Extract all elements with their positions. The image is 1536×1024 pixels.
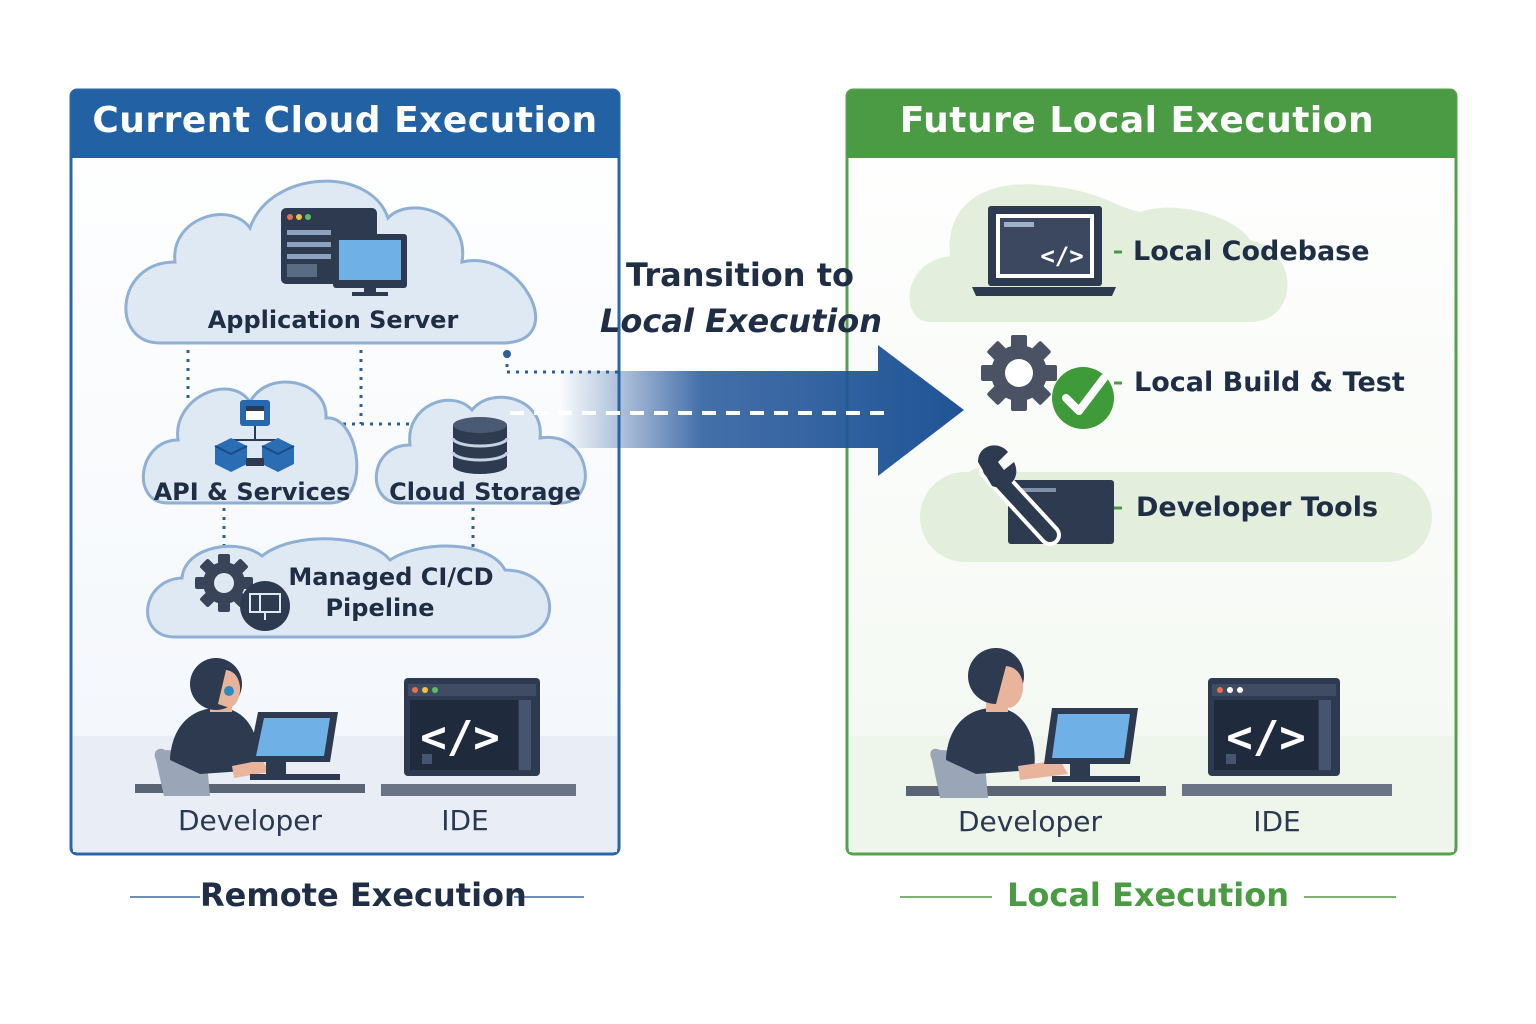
developer-tools-label: Developer Tools	[1136, 492, 1379, 523]
cicd-label-line1: Managed CI/CD	[288, 563, 494, 591]
right-developer-label: Developer	[957, 805, 1102, 838]
cicd-label-line2: Pipeline	[325, 594, 435, 622]
api-services-label: API & Services	[153, 478, 351, 506]
database-icon	[451, 417, 509, 474]
gear-icon	[195, 554, 253, 612]
code-glyph: </>	[1040, 242, 1083, 270]
local-build-test-label: Local Build & Test	[1134, 367, 1405, 398]
code-glyph: </>	[420, 712, 499, 763]
application-server-label: Application Server	[207, 306, 459, 334]
developer-icon-right	[906, 648, 1166, 798]
ide-icon-right: </>	[1182, 678, 1392, 796]
cloud-storage-label: Cloud Storage	[389, 478, 581, 506]
local-codebase-label: Local Codebase	[1133, 236, 1370, 267]
left-ide-label: IDE	[441, 804, 489, 837]
right-ide-label: IDE	[1253, 805, 1301, 838]
wrench-icon	[978, 445, 1122, 546]
left-panel-header	[71, 90, 619, 158]
ide-icon: </>	[381, 678, 576, 796]
developer-icon	[135, 658, 365, 796]
right-panel-title: Future Local Execution	[899, 100, 1375, 141]
connector-dot	[503, 350, 511, 358]
transition-label-line1: Transition to	[626, 256, 854, 294]
pipeline-icon	[240, 581, 290, 631]
code-glyph: </>	[1226, 712, 1305, 763]
server-icon	[281, 208, 407, 296]
transition-arrow	[510, 345, 964, 476]
transition-label-line2: Local Execution	[600, 302, 883, 340]
left-panel-title: Current Cloud Execution	[92, 100, 598, 141]
local-execution-caption: Local Execution	[1006, 876, 1290, 914]
build-gear-icon	[981, 335, 1057, 411]
checkmark-icon	[1052, 367, 1122, 429]
right-panel-header	[847, 90, 1456, 158]
remote-execution-caption: Remote Execution	[200, 876, 527, 914]
network-icon	[214, 400, 295, 472]
laptop-icon: </>	[972, 206, 1122, 296]
left-developer-label: Developer	[177, 804, 322, 837]
